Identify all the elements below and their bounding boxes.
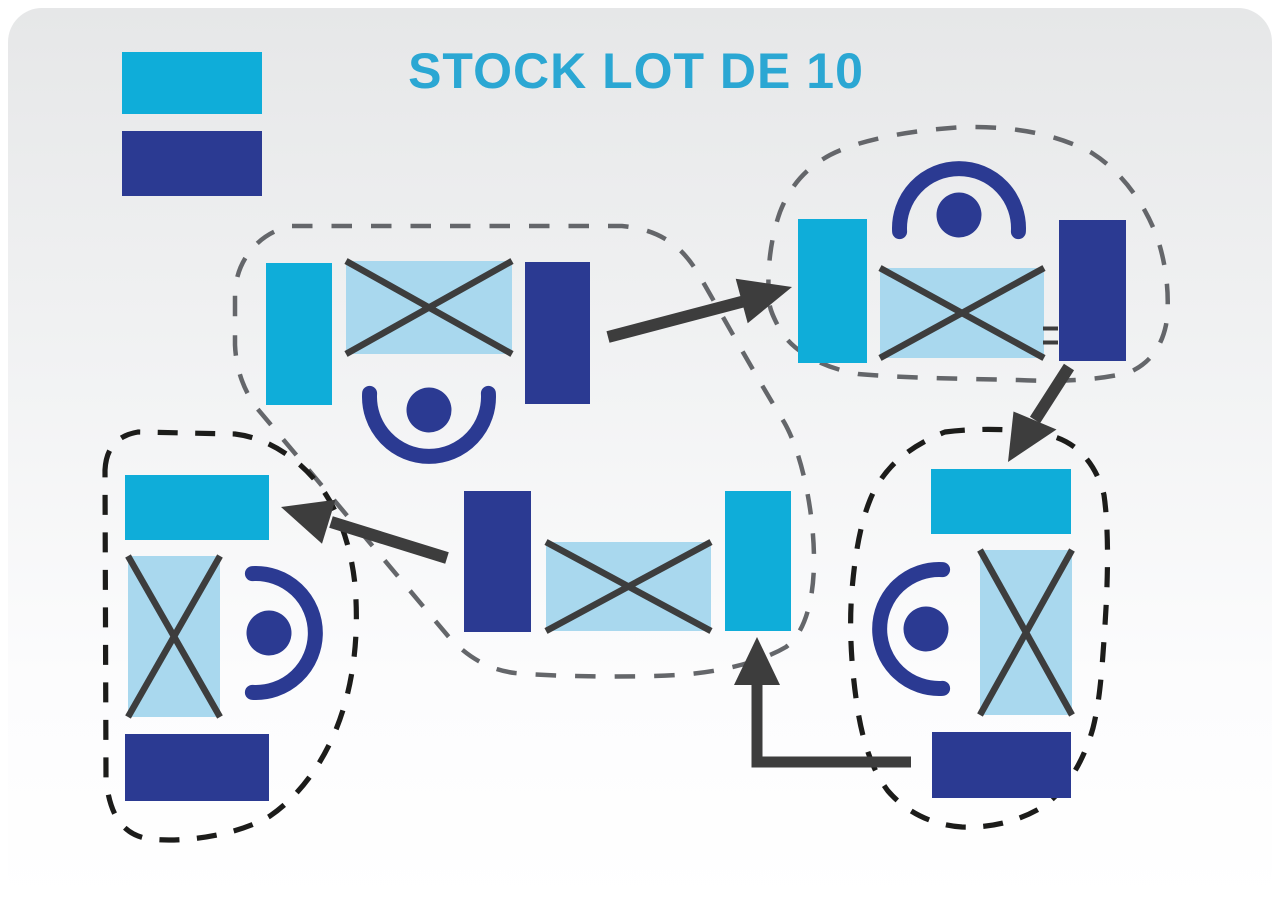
svg-text:STOCK LOT DE 10: STOCK LOT DE 10 [408, 43, 864, 99]
